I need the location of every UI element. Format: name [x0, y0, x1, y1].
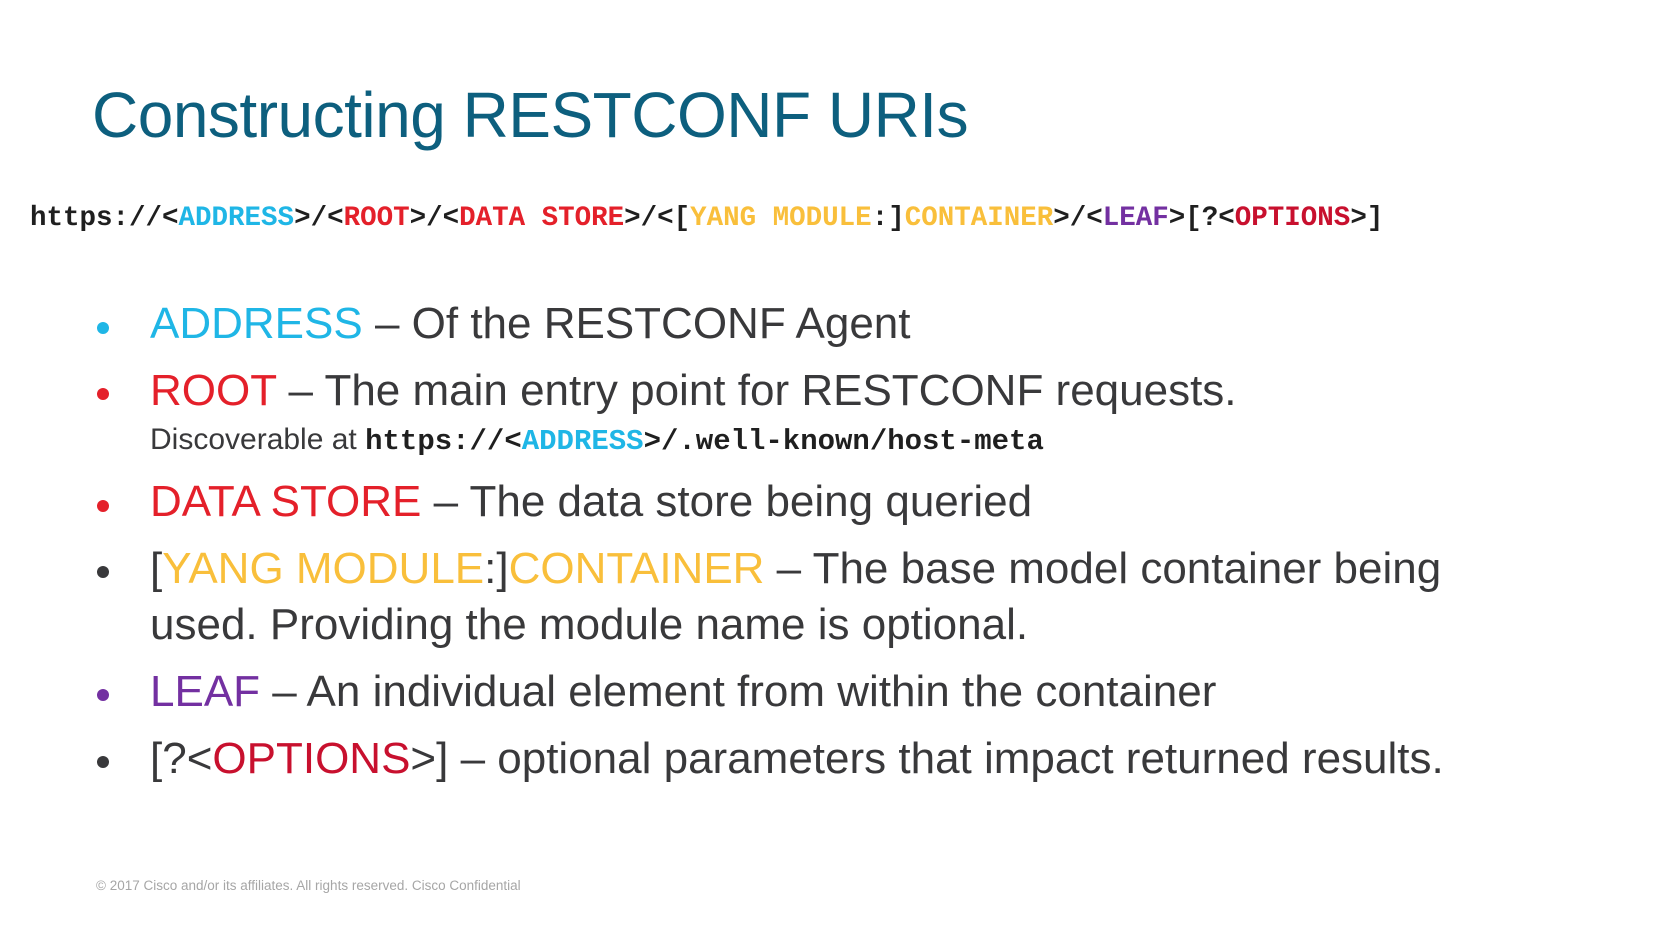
uri-part: >/< [294, 203, 344, 234]
desc-container: – The base model container being [764, 544, 1442, 593]
uri-container: CONTAINER [904, 203, 1054, 234]
uri-part: https://< [30, 203, 179, 234]
colon-bracket: :] [484, 544, 509, 593]
options-close: >] [410, 734, 449, 783]
uri-options: OPTIONS [1234, 203, 1351, 234]
list-item-options: [?<OPTIONS>] – optional parameters that … [150, 734, 1444, 784]
list-item-container-cont: used. Providing the module name is optio… [150, 600, 1029, 649]
term-yang-module: YANG MODULE [162, 544, 485, 593]
footer-copyright: © 2017 Cisco and/or its affiliates. All … [96, 878, 521, 893]
bullet-dot [97, 388, 109, 400]
term-options: OPTIONS [212, 734, 411, 783]
uri-address: ADDRESS [521, 425, 644, 458]
bullet-dot [97, 756, 109, 768]
uri-part: >] [1350, 203, 1384, 234]
list-item-leaf: LEAF – An individual element from within… [150, 667, 1216, 717]
uri-data-store: DATA STORE [459, 203, 625, 234]
list-item-data-store: DATA STORE – The data store being querie… [150, 477, 1032, 527]
uri-yang-module: YANG MODULE [690, 203, 872, 234]
uri-address: ADDRESS [178, 203, 295, 234]
uri-part: :] [871, 203, 905, 234]
bullet-dot [97, 566, 109, 578]
uri-part: >/<[ [624, 203, 691, 234]
term-address: ADDRESS [150, 299, 363, 348]
bullet-dot [97, 500, 109, 512]
desc-options: – optional parameters that impact return… [448, 734, 1444, 783]
sub-text: Discoverable at [150, 423, 366, 456]
term-leaf: LEAF [150, 667, 261, 716]
bullet-dot [97, 322, 109, 334]
uri-root: ROOT [343, 203, 410, 234]
options-open: [?< [150, 734, 213, 783]
page-title: Constructing RESTCONF URIs [92, 79, 969, 151]
desc-leaf: – An individual element from within the … [260, 667, 1217, 716]
uri-part: >/.well-known/host-meta [643, 425, 1044, 458]
desc-data-store: – The data store being queried [421, 477, 1033, 526]
desc-address: – Of the RESTCONF Agent [362, 299, 911, 348]
list-item-address: ADDRESS – Of the RESTCONF Agent [150, 299, 910, 349]
uri-leaf: LEAF [1102, 203, 1169, 234]
uri-part: >/< [409, 203, 460, 234]
list-item-root: ROOT – The main entry point for RESTCONF… [150, 366, 1237, 416]
uri-part: >/< [1053, 203, 1103, 234]
uri-template: https://<ADDRESS>/<ROOT>/<DATA STORE>/<[… [30, 203, 1383, 234]
root-discovery-note: Discoverable at https://<ADDRESS>/.well-… [150, 423, 1044, 458]
bracket-open: [ [150, 544, 163, 593]
desc-root: – The main entry point for RESTCONF requ… [276, 366, 1237, 415]
uri-part: >[?< [1168, 203, 1235, 234]
term-container: CONTAINER [508, 544, 765, 593]
term-root: ROOT [150, 366, 277, 415]
host-meta-uri: https://<ADDRESS>/.well-known/host-meta [365, 425, 1044, 458]
uri-part: https://< [365, 425, 522, 458]
list-item-container: [YANG MODULE:]CONTAINER – The base model… [150, 544, 1441, 594]
term-data-store: DATA STORE [150, 477, 422, 526]
bullet-dot [97, 689, 109, 701]
